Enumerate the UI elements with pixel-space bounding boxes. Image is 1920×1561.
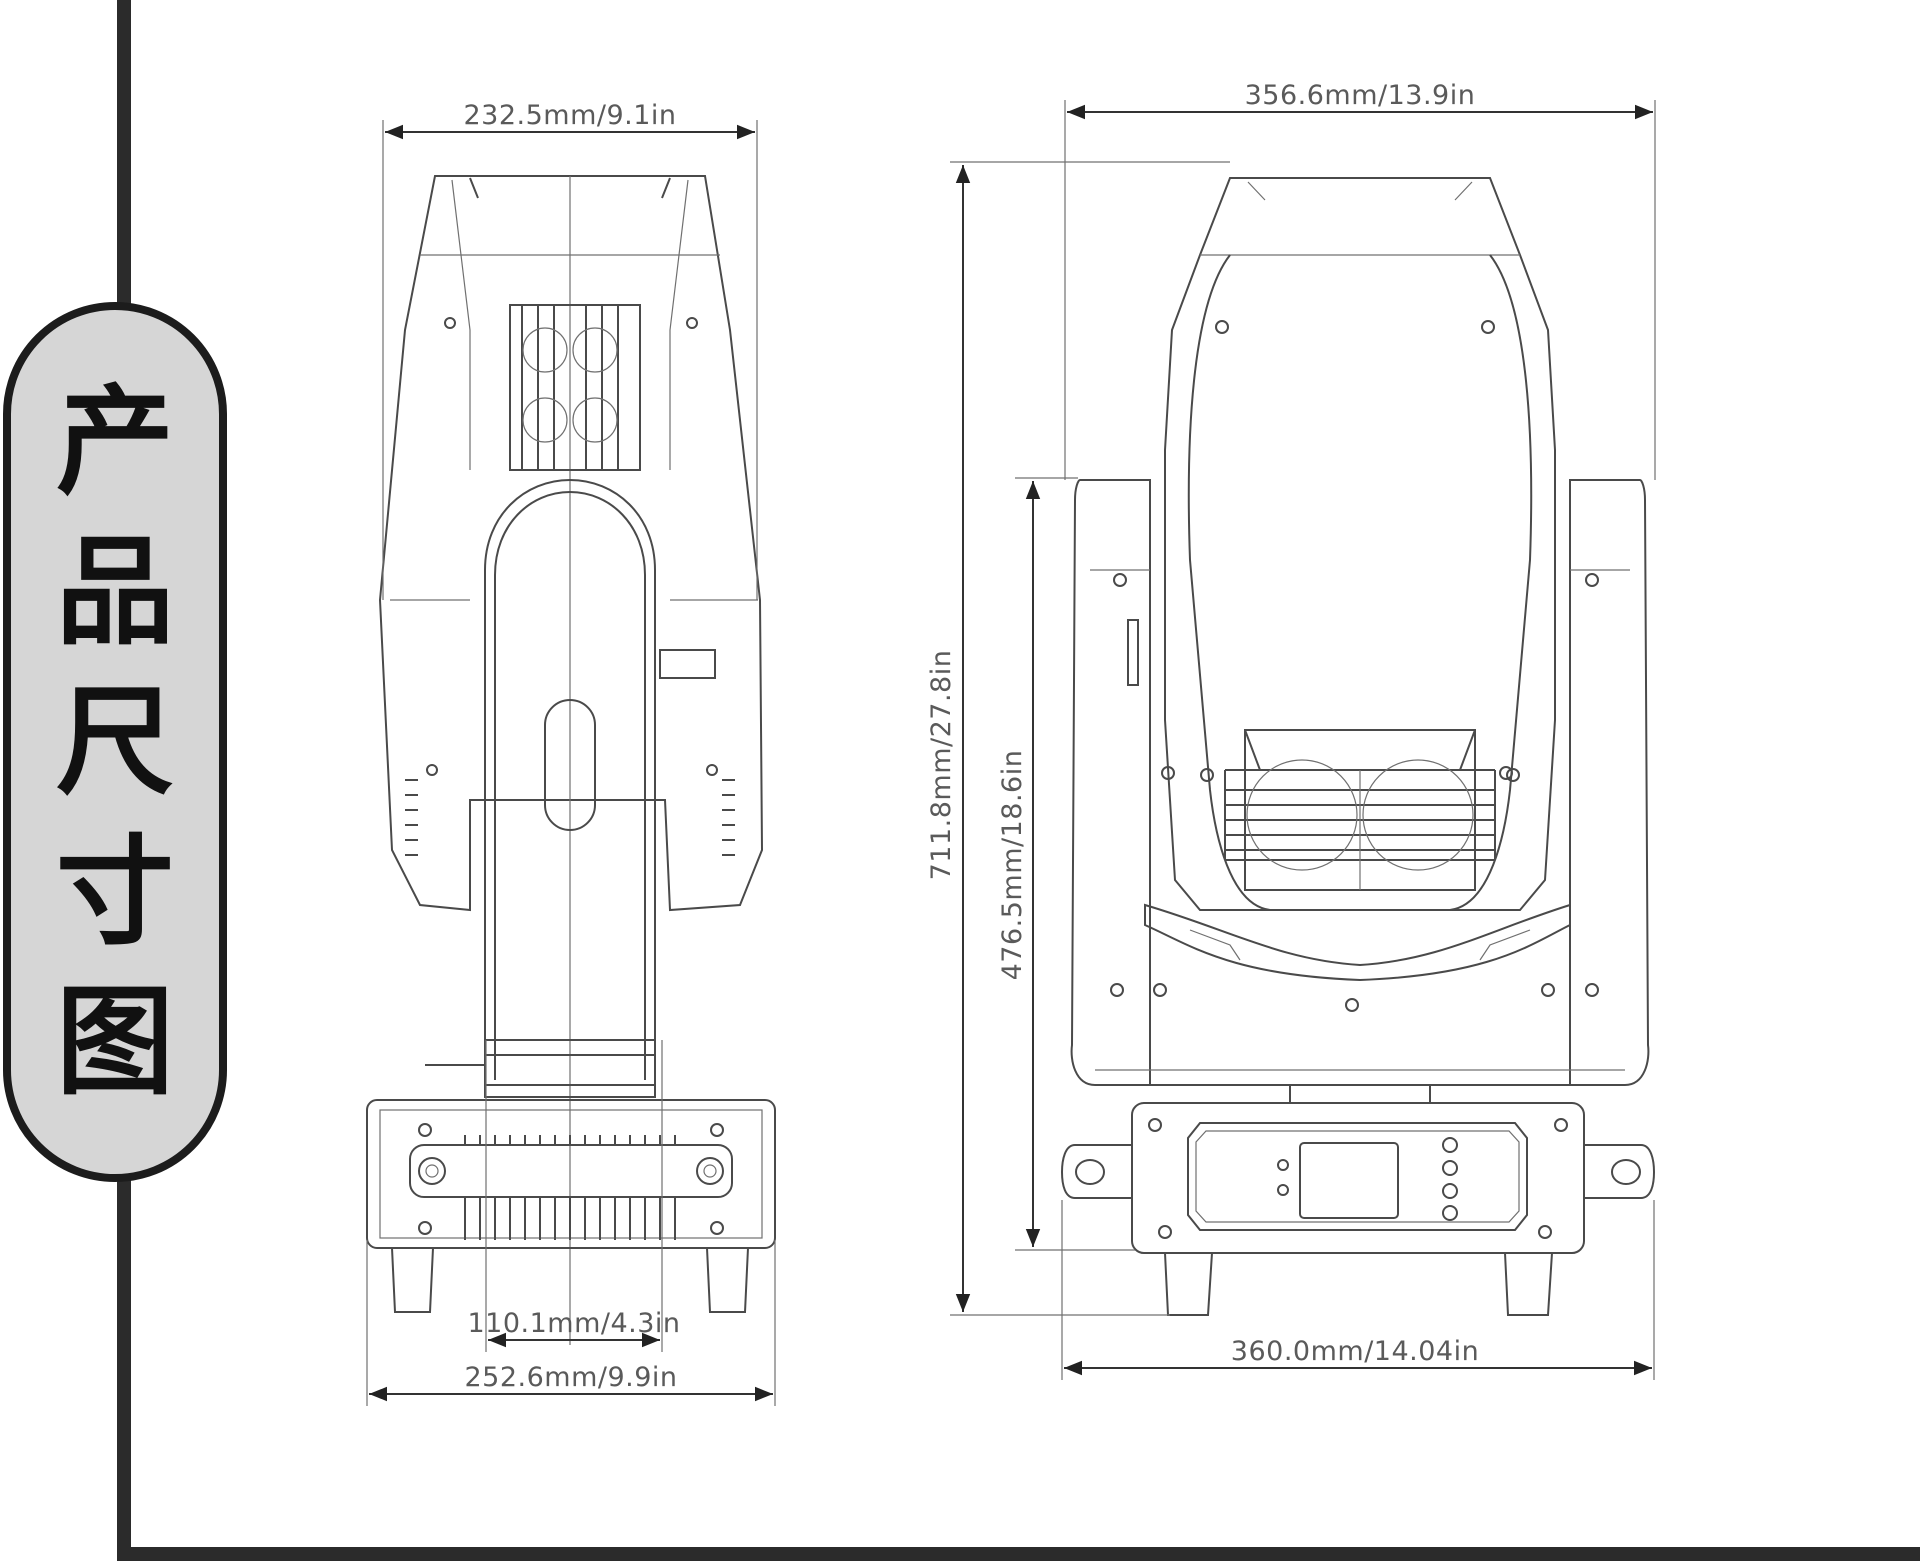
front-yoke bbox=[1070, 479, 1151, 1086]
side-head-shell bbox=[378, 175, 764, 912]
side-handle-pin bbox=[659, 649, 716, 679]
front-base bbox=[1131, 1102, 1585, 1254]
side-arm-slot bbox=[544, 699, 596, 831]
side-fan-block bbox=[509, 304, 641, 471]
front-dimensions bbox=[950, 100, 1656, 1380]
title-char-1: 产 bbox=[55, 373, 174, 511]
title-char-4: 寸 bbox=[55, 823, 174, 961]
title-char-3: 尺 bbox=[55, 673, 174, 811]
side-dimensions bbox=[366, 120, 776, 1406]
front-base-width-label: 360.0mm/14.04in bbox=[1231, 1336, 1479, 1367]
title-tab: 产 品 尺 寸 图 bbox=[3, 302, 227, 1182]
side-base bbox=[366, 1099, 776, 1249]
side-inner-width-label: 110.1mm/4.3in bbox=[467, 1308, 680, 1339]
front-lower-bar bbox=[1144, 903, 1571, 982]
front-total-height-label: 711.8mm/27.8in bbox=[926, 650, 957, 881]
front-display-screen bbox=[1299, 1142, 1399, 1219]
front-view bbox=[1060, 177, 1656, 1316]
side-base-width-label: 252.6mm/9.9in bbox=[464, 1362, 677, 1393]
title-label: 产 品 尺 寸 图 bbox=[11, 310, 219, 1174]
side-yoke-arm bbox=[484, 478, 656, 1086]
front-base-height-label: 476.5mm/18.6in bbox=[997, 750, 1028, 981]
front-head-shell bbox=[1164, 177, 1556, 911]
title-char-2: 品 bbox=[55, 523, 174, 661]
side-view bbox=[366, 175, 776, 1345]
side-base-handle bbox=[409, 1144, 733, 1198]
front-fan-block bbox=[1224, 729, 1496, 891]
front-top-width-label: 356.6mm/13.9in bbox=[1245, 80, 1476, 111]
title-char-5: 图 bbox=[55, 973, 174, 1111]
front-control-panel bbox=[1187, 1122, 1528, 1231]
side-top-width-label: 232.5mm/9.1in bbox=[463, 100, 676, 131]
